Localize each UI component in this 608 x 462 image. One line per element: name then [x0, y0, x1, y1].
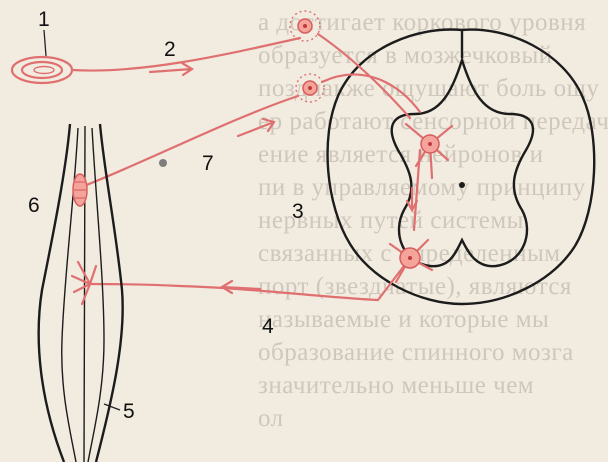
label-6-spindle: 6 [28, 194, 40, 217]
bg-text-line: пи в управляемому принципу [258, 174, 586, 201]
leader-line [104, 404, 120, 410]
label-1-receptor: 1 [38, 8, 50, 31]
bg-text-line: образуется в мозжечковый [258, 42, 553, 69]
bg-text-line: называемые и которые мы [258, 306, 549, 333]
label-4-efferent: 4 [262, 315, 274, 338]
leader-line [44, 30, 46, 56]
label-7-spindle-fiber: 7 [202, 152, 214, 175]
background-text-block: а достигает коркового уровня образуется … [258, 9, 608, 432]
label-5-muscle: 5 [123, 400, 135, 423]
dot-marker [159, 159, 167, 167]
bg-text-line: ер работают сенсорной передачи [258, 108, 608, 135]
central-canal [459, 182, 465, 188]
skin-receptor [12, 57, 72, 83]
label-3-spinal-cord: 3 [292, 200, 304, 223]
label-2-afferent: 2 [164, 38, 176, 61]
bg-text-line: ол [258, 405, 284, 432]
muscle-spindle [73, 174, 87, 206]
bg-text-line: образование спинного мозга [258, 339, 574, 366]
bg-text-line: значительно меньше чем [258, 372, 534, 399]
